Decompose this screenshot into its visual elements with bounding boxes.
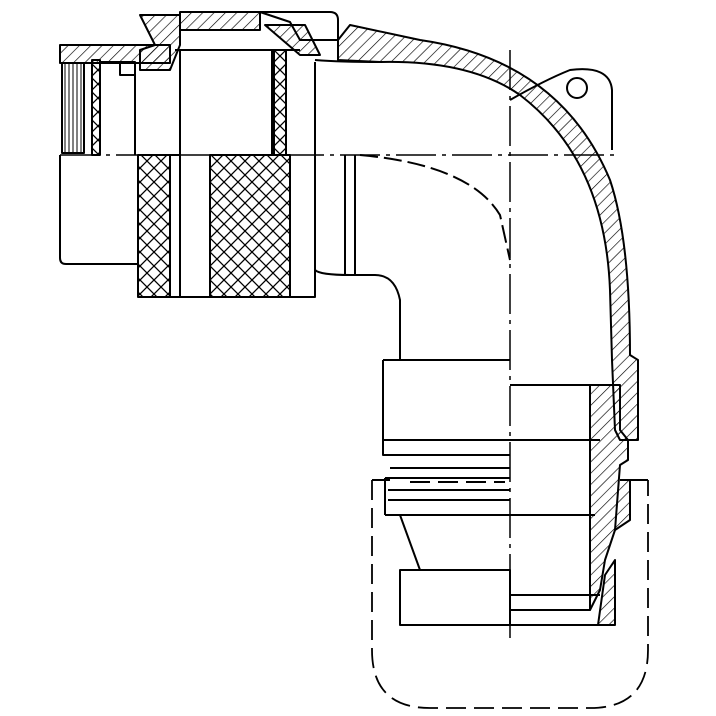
envelope-outline xyxy=(371,480,649,709)
hidden-cavity-line xyxy=(359,154,511,261)
elbow-housing xyxy=(314,24,639,441)
envelope-top xyxy=(372,479,648,483)
upper-section xyxy=(139,11,339,71)
knurled-ring-2 xyxy=(179,49,316,298)
gland-body xyxy=(382,359,631,626)
knurled-ring-1 xyxy=(137,154,181,298)
